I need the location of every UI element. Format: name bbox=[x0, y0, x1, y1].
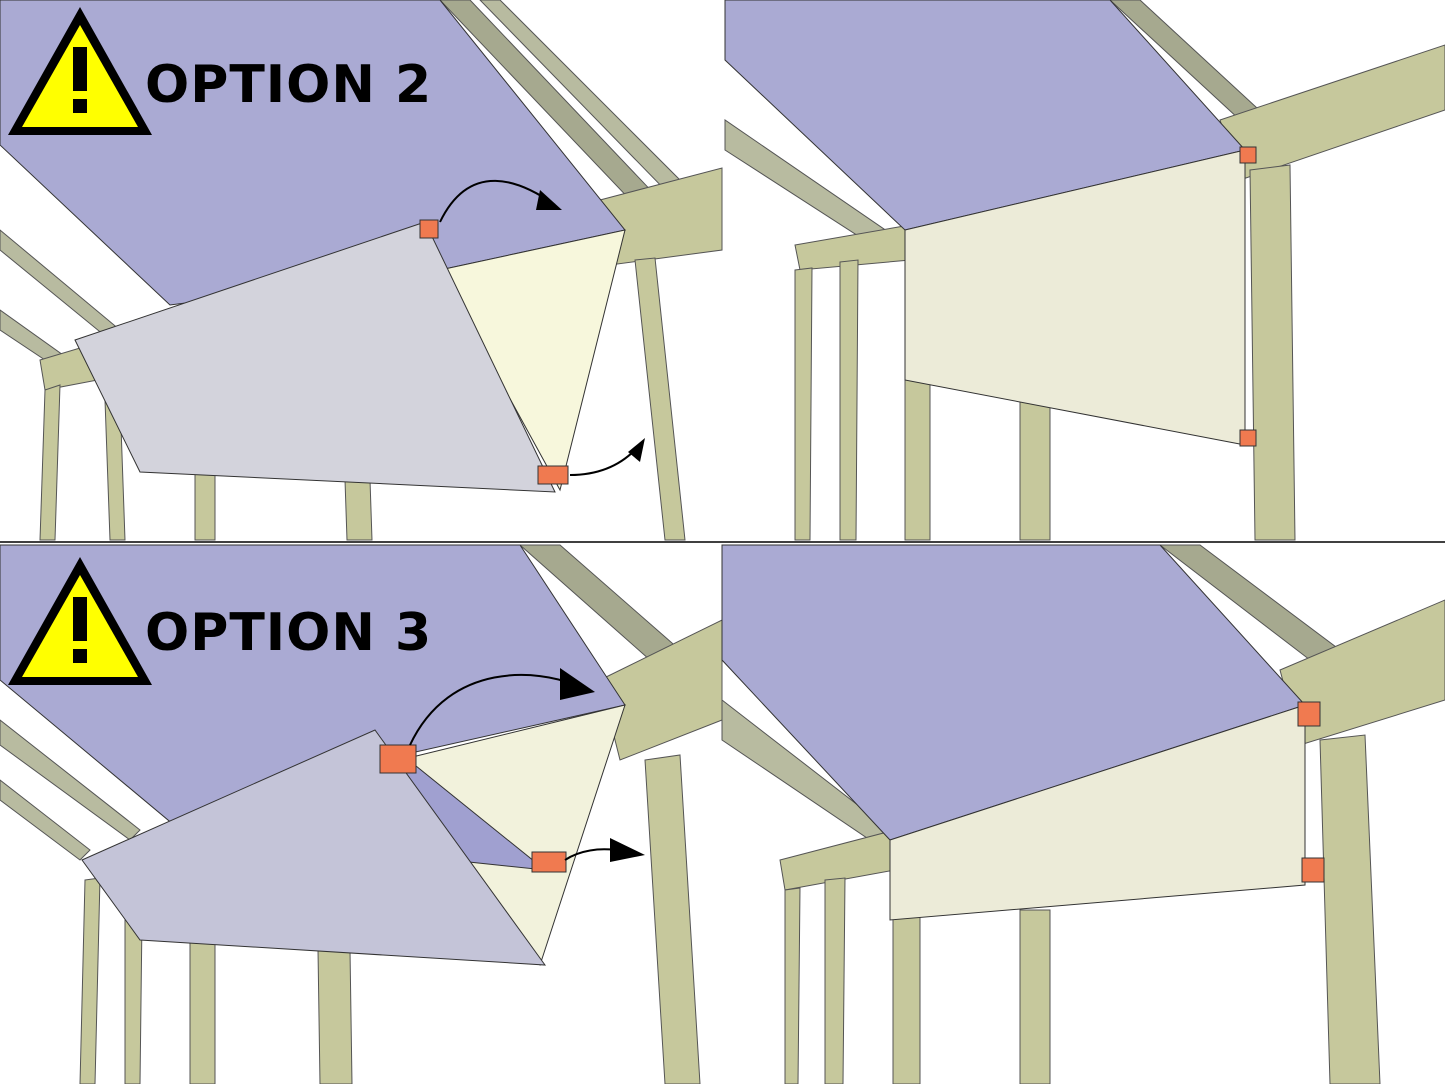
panel-option2-before bbox=[0, 0, 723, 541]
option-3-label: OPTION 3 bbox=[145, 603, 433, 663]
panel-option3-after bbox=[721, 544, 1445, 1084]
panel-option3-before bbox=[0, 544, 723, 1084]
option-2-label: OPTION 2 bbox=[145, 55, 433, 115]
panel-option2-after bbox=[724, 0, 1445, 541]
